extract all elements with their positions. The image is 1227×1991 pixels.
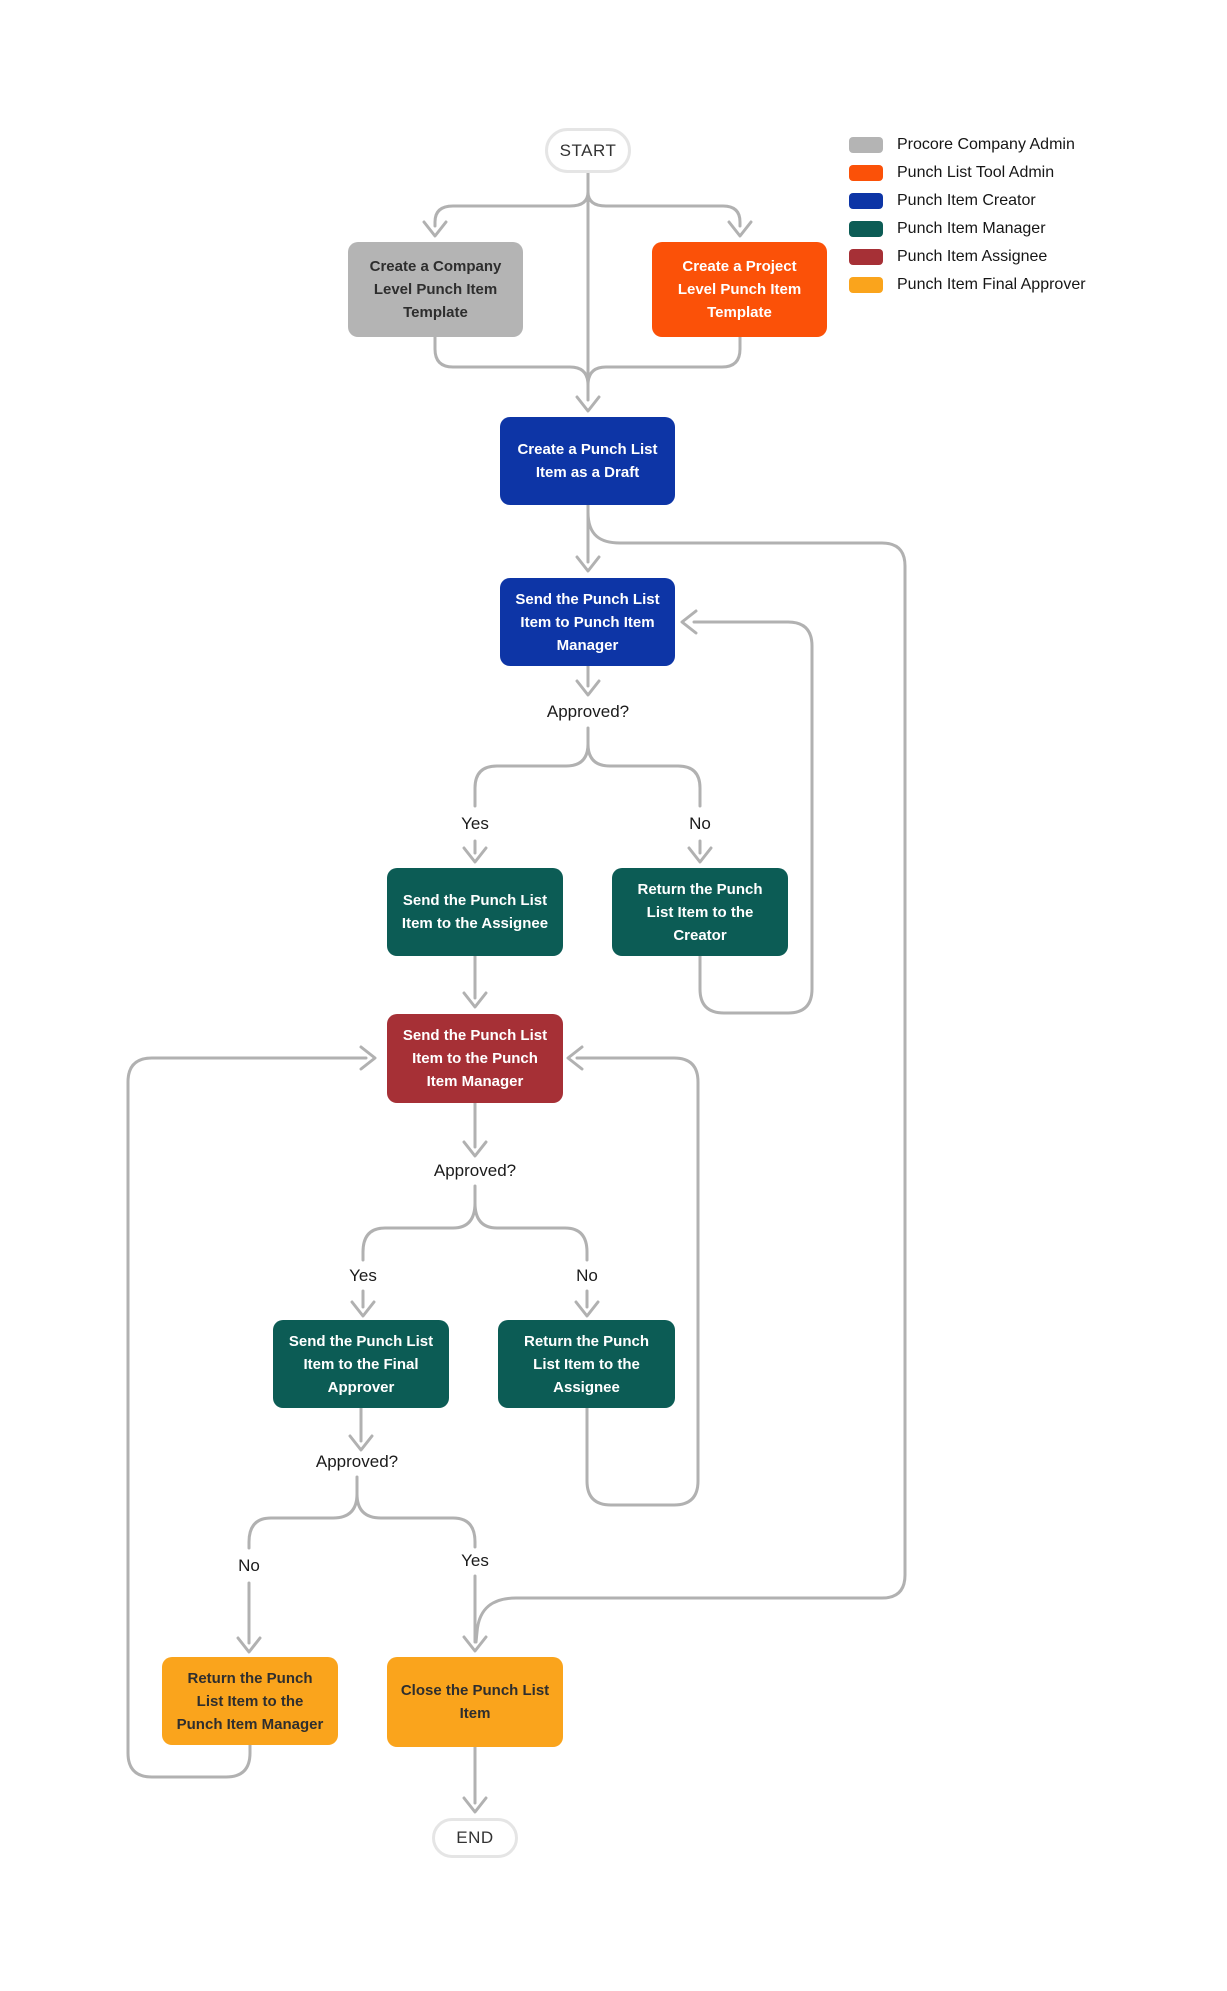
legend-item-label: Punch Item Manager xyxy=(897,220,1046,237)
node-text-line: Send the Punch List xyxy=(515,590,660,608)
node-text-line: List Item to the xyxy=(646,903,754,921)
node-text-line: Item xyxy=(459,1705,491,1722)
end-terminal: END xyxy=(432,1818,518,1858)
node-text-line: Item Manager xyxy=(426,1073,524,1090)
node-text-line: Level Punch Item xyxy=(677,281,802,298)
node-return-to-punch-item-manager: Return the Punch List Item to the Punch … xyxy=(162,1657,338,1745)
node-text-line: Item to the Assignee xyxy=(401,915,549,932)
node-text-line: Create a Company xyxy=(369,258,502,275)
node-text-line: Template xyxy=(403,304,468,321)
legend: Procore Company Admin Punch List Tool Ad… xyxy=(849,131,1086,299)
node-text-line: Template xyxy=(707,304,772,321)
color-swatch xyxy=(849,221,883,237)
node-text-line: Assignee xyxy=(553,1378,620,1396)
legend-item-label: Punch Item Final Approver xyxy=(897,276,1086,293)
node-text-line: Send the Punch List xyxy=(402,892,548,909)
node-text-line: Creator xyxy=(673,926,727,944)
node-create-project-template: Create a Project Level Punch Item Templa… xyxy=(652,242,827,337)
label-no-1: No xyxy=(689,814,711,833)
node-text-line: Item to the Punch xyxy=(412,1050,538,1067)
node-text-line: List Item to the xyxy=(196,1692,304,1710)
node-send-to-punch-item-manager: Send the Punch List Item to Punch Item M… xyxy=(500,578,675,666)
legend-item-final-approver: Punch Item Final Approver xyxy=(849,271,1086,299)
node-text-line: Item as a Draft xyxy=(535,464,640,481)
node-text-line: List Item to the xyxy=(533,1355,640,1373)
legend-item-label: Punch Item Assignee xyxy=(897,248,1048,265)
label-yes-1: Yes xyxy=(461,814,489,833)
label-yes-2: Yes xyxy=(349,1266,377,1285)
legend-item-label: Procore Company Admin xyxy=(897,136,1075,153)
legend-item-manager: Punch Item Manager xyxy=(849,215,1086,243)
label-approved-2: Approved? xyxy=(433,1161,517,1180)
node-return-to-creator: Return the Punch List Item to the Creato… xyxy=(612,868,788,956)
node-text-line: Level Punch Item xyxy=(373,281,498,298)
node-send-to-punch-item-manager-2: Send the Punch List Item to the Punch It… xyxy=(387,1014,563,1103)
node-create-company-template: Create a Company Level Punch Item Templa… xyxy=(348,242,523,337)
node-text-line: Manager xyxy=(556,636,619,654)
legend-item-tool-admin: Punch List Tool Admin xyxy=(849,159,1086,187)
color-swatch xyxy=(849,249,883,265)
node-text-line: Create a Punch List xyxy=(517,441,658,458)
label-no-2: No xyxy=(576,1266,598,1285)
legend-item-label: Punch Item Creator xyxy=(897,192,1036,209)
node-create-draft: Create a Punch List Item as a Draft xyxy=(500,417,675,505)
node-return-to-assignee: Return the Punch List Item to the Assign… xyxy=(498,1320,675,1408)
color-swatch xyxy=(849,137,883,153)
start-terminal: START xyxy=(545,128,631,173)
node-text-line: Item to Punch Item xyxy=(520,613,655,631)
node-text-line: Punch Item Manager xyxy=(176,1715,324,1733)
label-no-3: No xyxy=(238,1556,260,1575)
label-approved-3: Approved? xyxy=(315,1452,399,1471)
node-text-line: Return the Punch xyxy=(523,1332,649,1350)
label-yes-3: Yes xyxy=(461,1551,489,1570)
legend-item-creator: Punch Item Creator xyxy=(849,187,1086,215)
node-text-line: Send the Punch List xyxy=(402,1027,548,1044)
node-text-line: Return the Punch xyxy=(637,880,763,898)
node-text-line: Item to the Final xyxy=(303,1355,419,1373)
node-close-punch-list-item: Close the Punch List Item xyxy=(387,1657,563,1747)
legend-item-company-admin: Procore Company Admin xyxy=(849,131,1086,159)
node-text-line: Create a Project xyxy=(682,258,797,275)
node-text-line: Return the Punch xyxy=(187,1669,313,1687)
node-send-to-final-approver: Send the Punch List Item to the Final Ap… xyxy=(273,1320,449,1408)
color-swatch xyxy=(849,165,883,181)
node-text-line: Send the Punch List xyxy=(288,1332,434,1350)
color-swatch xyxy=(849,277,883,293)
node-text-line: Close the Punch List xyxy=(400,1682,550,1699)
legend-item-assignee: Punch Item Assignee xyxy=(849,243,1086,271)
legend-item-label: Punch List Tool Admin xyxy=(897,164,1055,181)
label-approved-1: Approved? xyxy=(546,702,630,721)
node-send-to-assignee: Send the Punch List Item to the Assignee xyxy=(387,868,563,956)
node-text-line: Approver xyxy=(327,1378,395,1396)
color-swatch xyxy=(849,193,883,209)
